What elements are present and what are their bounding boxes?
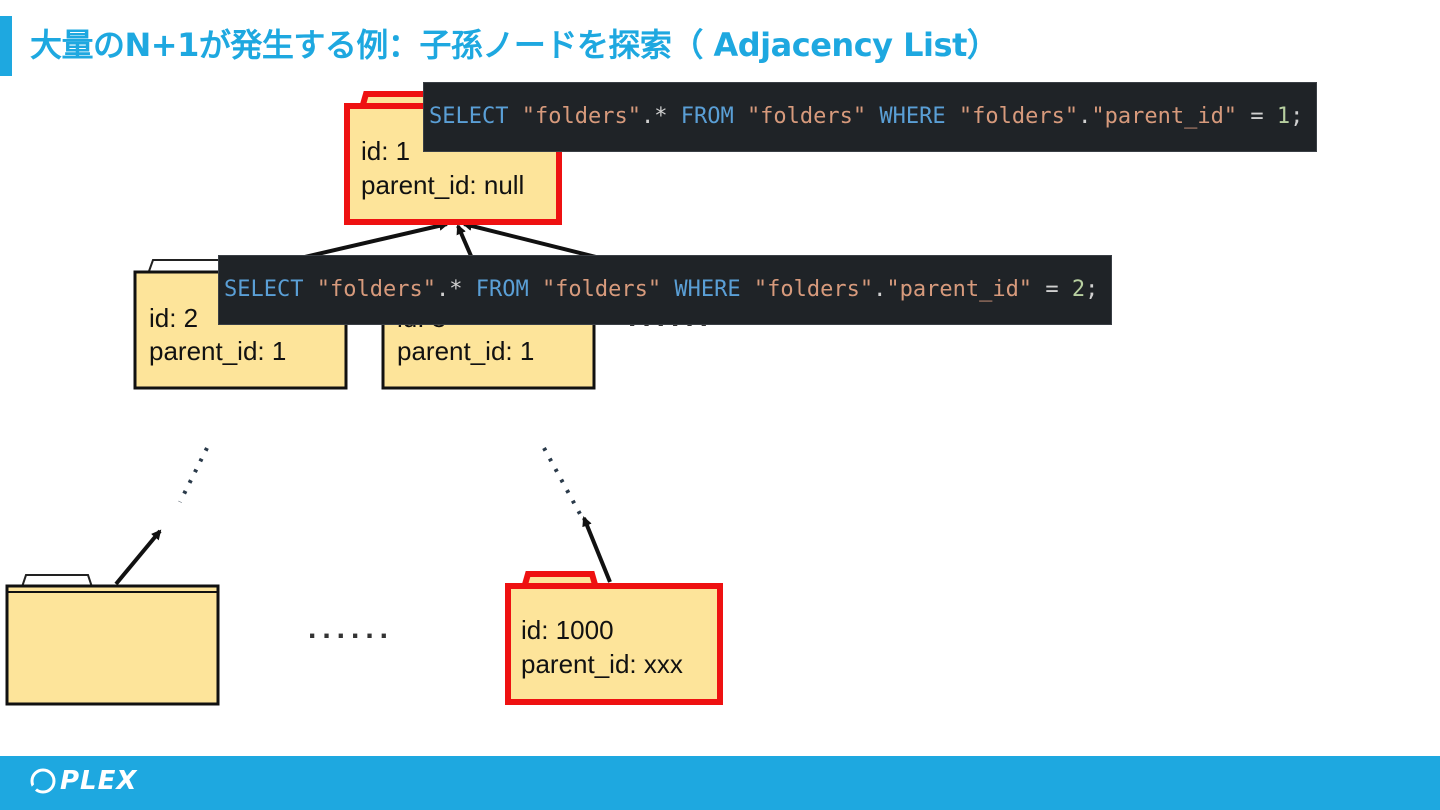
plex-logo-text: PLEX [60,766,138,796]
sql-keyword: SELECT [224,277,304,302]
sql-operator: .* [640,104,668,129]
dotted-trail-right [542,447,582,515]
dotted-trail-left [178,447,209,503]
sql-keyword: WHERE [879,104,946,129]
root-id-label: id: 1 [361,136,411,166]
sql-query-2: SELECT "folders".* FROM "folders" WHERE … [218,255,1112,325]
sql-keyword: SELECT [429,104,509,129]
sql-operator: = [1250,104,1264,129]
title-accent-bar [0,16,12,76]
sql-operator: = [1045,277,1059,302]
sql-keyword: WHERE [674,277,741,302]
plex-logo: PLEX [28,766,137,796]
folder-leaf [505,571,723,705]
sql-operator: . [1078,104,1092,129]
folder-bottom-left [5,574,220,706]
root-parent-label: parent_id: null [361,170,525,200]
sql-operator: .* [435,277,463,302]
footer-bar: PLEX [0,756,1440,810]
leaf-id-label: id: 1000 [521,615,614,645]
child-a-id-label: id: 2 [149,303,199,333]
plex-logo-icon [30,768,56,794]
sql-keyword: FROM [475,277,529,302]
sql-string: "folders" [958,104,1079,129]
sql-string: "folders" [316,277,436,302]
sql-string: "folders" [521,104,641,129]
sql-query-1: SELECT "folders".* FROM "folders" WHERE … [423,82,1317,152]
sql-number: 2 [1071,277,1086,302]
sql-operator: . [873,277,887,302]
sql-operator: ; [1290,104,1304,129]
child-b-parent-label: parent_id: 1 [397,336,535,366]
sql-string: "folders" [753,277,874,302]
sql-string: "parent_id" [886,277,1033,302]
arrow-bottom-right [582,516,612,583]
leaf-parent-label: parent_id: xxx [521,649,683,679]
sql-string: "folders" [746,104,867,129]
arrow-bottom-left [114,529,162,586]
child-a-parent-label: parent_id: 1 [149,336,287,366]
sql-string: "folders" [541,277,662,302]
ellipsis-bottom: ...... [308,612,395,645]
sql-operator: ; [1085,277,1099,302]
sql-number: 1 [1276,104,1291,129]
sql-keyword: FROM [680,104,734,129]
sql-string: "parent_id" [1091,104,1238,129]
page-title: 大量のN+1が発生する例：子孫ノードを探索（ Adjacency List） [30,26,999,64]
